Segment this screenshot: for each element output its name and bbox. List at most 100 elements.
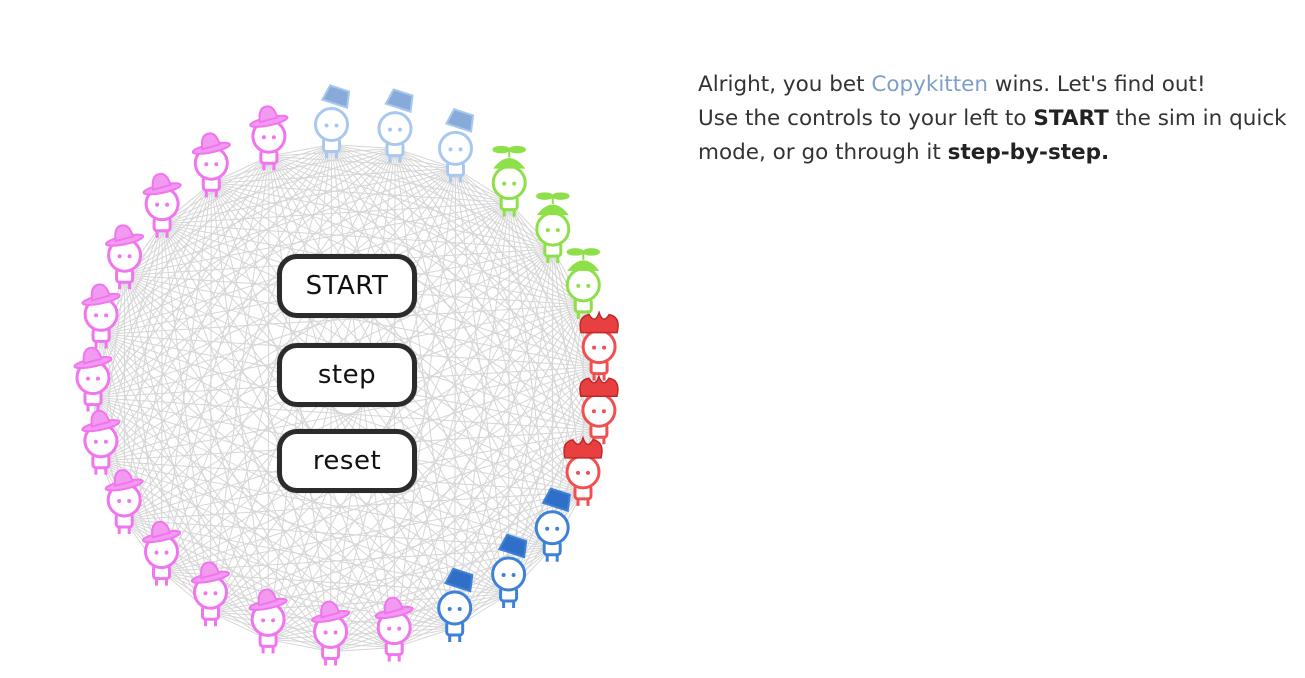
network-line: [393, 366, 600, 648]
network-line: [92, 397, 269, 640]
network-line: [124, 275, 332, 652]
wide-brim-hat-icon: [374, 596, 414, 620]
network-line: [100, 183, 212, 461]
reset-button[interactable]: reset: [277, 429, 417, 493]
copykitten-player: [314, 84, 351, 159]
pink-player: [374, 596, 414, 662]
propeller-cap-icon: [536, 192, 570, 216]
network-line: [101, 304, 584, 335]
network-line: [210, 183, 332, 652]
network-line: [211, 155, 270, 184]
network-line: [100, 144, 332, 462]
network-line: [161, 156, 270, 572]
simulation-area: START step reset: [73, 84, 619, 666]
jester-hat-icon: [563, 435, 603, 459]
network-line: [92, 183, 212, 398]
network-line: [268, 155, 584, 493]
network-line: [100, 366, 600, 462]
network-line: [92, 248, 553, 399]
green-player: [565, 248, 601, 319]
network-line: [161, 223, 163, 572]
network-line: [100, 202, 510, 462]
network-line: [162, 202, 510, 225]
green-player: [491, 145, 527, 217]
copykitten-player: [377, 88, 414, 163]
network-line: [100, 333, 584, 493]
wide-brim-hat-icon: [104, 469, 144, 492]
network-line: [211, 167, 456, 184]
network-line: [100, 155, 270, 335]
network-line: [454, 248, 554, 629]
network-line: [267, 156, 270, 640]
bucket-hat-icon: [541, 487, 571, 513]
pink-player: [249, 105, 289, 171]
blue-player: [534, 487, 571, 562]
network-line: [161, 183, 212, 572]
network-line: [210, 144, 332, 613]
network-line: [268, 627, 455, 640]
wide-brim-hat-icon: [141, 520, 182, 544]
start-word: START: [1033, 106, 1109, 131]
red-player: [579, 310, 619, 381]
narration-part3: Use the controls to your left to: [698, 106, 1034, 131]
network-line: [100, 334, 332, 652]
network-line: [210, 156, 270, 613]
wide-brim-hat-icon: [191, 132, 231, 155]
narration-part1: Alright, you bet: [698, 72, 872, 97]
pink-player: [190, 561, 231, 627]
network-line: [92, 397, 456, 629]
red-player: [579, 373, 619, 445]
network-line: [394, 148, 554, 250]
network-line: [394, 148, 456, 169]
network-line: [267, 638, 331, 652]
network-line: [162, 223, 553, 250]
wide-brim-hat-icon: [310, 600, 351, 624]
network-line: [211, 182, 553, 250]
pink-player: [142, 172, 182, 238]
network-line: [330, 593, 509, 652]
network-line: [161, 571, 331, 652]
network-line: [455, 168, 600, 367]
network-line: [161, 223, 509, 595]
network-line: [211, 182, 584, 306]
wide-brim-hat-icon: [81, 283, 121, 306]
network-line: [508, 202, 553, 548]
red-player: [563, 435, 603, 506]
network-line: [123, 223, 163, 521]
network-line: [124, 144, 332, 276]
network-line: [210, 183, 212, 613]
network-line: [123, 304, 584, 521]
network-line: [210, 183, 269, 640]
network-line: [161, 223, 212, 613]
network-line: [394, 148, 456, 629]
network-line: [268, 155, 510, 204]
step-word: step-by-step.: [947, 140, 1110, 165]
network-line: [211, 148, 396, 184]
tournament-ring: [73, 84, 619, 666]
network-line: [330, 202, 510, 652]
pink-player: [73, 346, 113, 412]
network-line: [124, 275, 269, 640]
network-line: [161, 148, 396, 225]
network-line: [331, 144, 600, 367]
network-line: [92, 397, 599, 431]
pink-player: [104, 224, 145, 290]
start-button[interactable]: START: [277, 254, 417, 318]
network-line: [161, 223, 269, 640]
network-line: [210, 611, 269, 640]
network-line: [331, 144, 600, 431]
jester-hat-icon: [579, 373, 619, 398]
strategy-name: Copykitten: [871, 72, 989, 97]
network-line: [454, 304, 584, 629]
network-line: [455, 168, 584, 306]
network-line: [330, 168, 457, 652]
wide-brim-hat-icon: [142, 172, 182, 196]
bucket-hat-icon: [497, 533, 528, 559]
network-line: [124, 202, 510, 276]
pink-player: [81, 283, 121, 349]
wide-brim-hat-icon: [104, 224, 145, 247]
player-ring: [73, 84, 619, 666]
network-line: [210, 182, 584, 493]
narration-text: Alright, you bet Copykitten wins. Let's …: [698, 68, 1288, 170]
step-button[interactable]: step: [277, 343, 417, 407]
